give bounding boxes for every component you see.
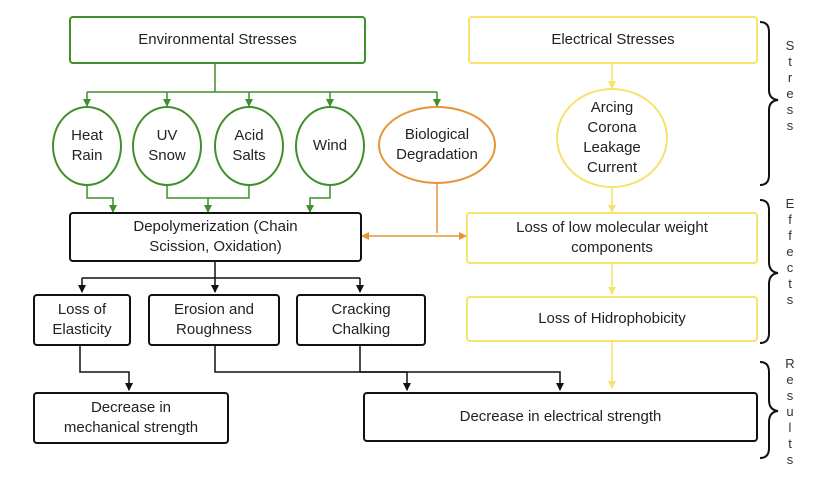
results-brace xyxy=(759,361,779,459)
electrical-stresses-label: Electrical Stresses xyxy=(551,31,675,48)
erosion-roughness-label: Erosion and Roughness xyxy=(173,301,255,338)
loss-low-molecular-label: Loss of low molecular weight components xyxy=(516,219,708,256)
loss-elasticity-label: Loss of Elasticity xyxy=(52,301,112,338)
depolymerization-box: Depolymerization (Chain Scission, Oxidat… xyxy=(69,212,362,262)
uv-snow-label: UV Snow xyxy=(148,127,186,164)
depolymerization-label: Depolymerization (Chain Scission, Oxidat… xyxy=(133,218,298,255)
stress-side-label: S t r e s s xyxy=(785,38,795,133)
wind-node: Wind xyxy=(295,106,365,186)
cracking-chalking-label: Cracking Chalking xyxy=(331,301,391,338)
biological-degradation-label: Biological Degradation xyxy=(396,126,478,163)
environmental-stresses-box: Environmental Stresses xyxy=(69,16,366,64)
uv-snow-node: UV Snow xyxy=(132,106,202,186)
stress-brace xyxy=(759,21,779,186)
results-side-label: R e s u l t s xyxy=(785,356,795,467)
acid-salts-label: Acid Salts xyxy=(232,127,266,164)
wind-label: Wind xyxy=(312,137,348,154)
arcing-corona-node: Arcing Corona Leakage Current xyxy=(556,88,668,188)
loss-hidrophobicity-box: Loss of Hidrophobicity xyxy=(466,296,758,342)
acid-salts-node: Acid Salts xyxy=(214,106,284,186)
effects-brace xyxy=(759,199,779,344)
biological-connectors xyxy=(361,183,467,240)
decrease-electrical-box: Decrease in electrical strength xyxy=(363,392,758,442)
erosion-roughness-box: Erosion and Roughness xyxy=(148,294,280,346)
heat-rain-node: Heat Rain xyxy=(52,106,122,186)
heat-rain-label: Heat Rain xyxy=(71,127,103,164)
loss-hidrophobicity-label: Loss of Hidrophobicity xyxy=(538,310,686,327)
loss-low-molecular-box: Loss of low molecular weight components xyxy=(466,212,758,264)
decrease-electrical-label: Decrease in electrical strength xyxy=(459,408,662,425)
biological-degradation-node: Biological Degradation xyxy=(378,106,496,184)
arcing-corona-label: Arcing Corona Leakage Current xyxy=(583,99,641,176)
environmental-stresses-label: Environmental Stresses xyxy=(138,31,297,48)
side-braces xyxy=(759,21,779,459)
decrease-mechanical-box: Decrease in mechanical strength xyxy=(33,392,229,444)
loss-elasticity-box: Loss of Elasticity xyxy=(33,294,131,346)
electrical-stresses-box: Electrical Stresses xyxy=(468,16,758,64)
environmental-connectors xyxy=(83,64,441,213)
cracking-chalking-box: Cracking Chalking xyxy=(296,294,426,346)
result-connectors xyxy=(78,262,564,391)
decrease-mechanical-label: Decrease in mechanical strength xyxy=(63,399,199,436)
effects-side-label: E f f e c t s xyxy=(785,196,795,307)
